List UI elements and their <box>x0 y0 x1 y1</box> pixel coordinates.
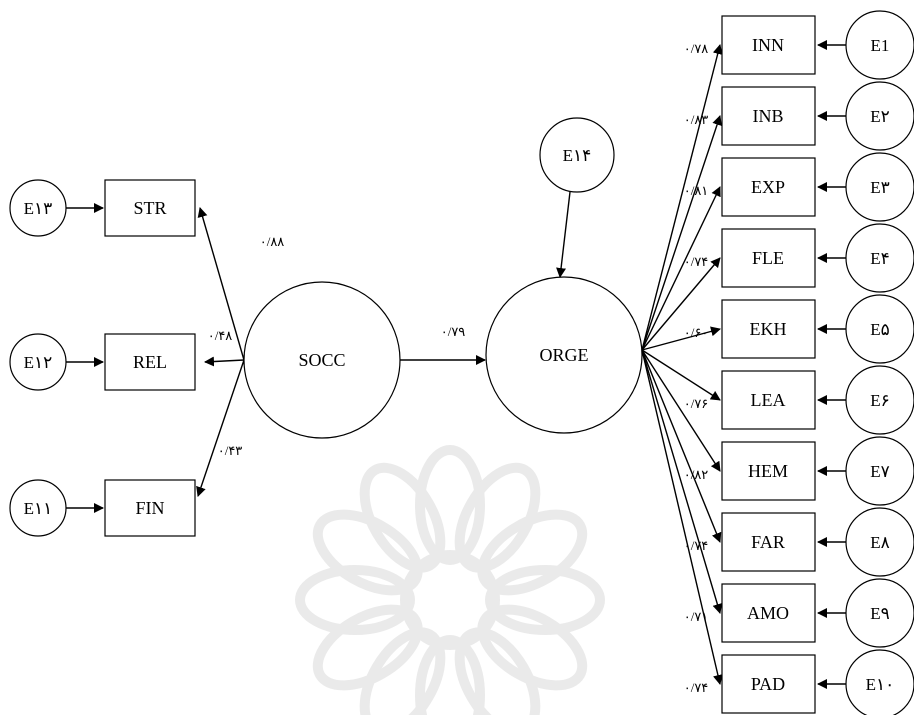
indicator-box <box>721 512 816 572</box>
indicator-label: INN <box>752 35 784 55</box>
watermark-logo <box>295 445 605 715</box>
loading-label: ۰/۴۳ <box>218 443 243 458</box>
arrow-error-to-orge <box>556 191 571 278</box>
loading-label: ۰/۴۸ <box>208 328 233 343</box>
indicator-label: FIN <box>135 498 164 518</box>
loading-label: ۰/۷۴ <box>684 538 709 553</box>
orge-error-circle <box>539 117 615 193</box>
loading-label: ۰/۸۱ <box>684 183 709 198</box>
arrow-orge-to-indicator <box>641 257 721 351</box>
indicator-box <box>721 441 816 501</box>
error-label: E۶ <box>870 391 890 410</box>
indicator-label: INB <box>753 106 784 126</box>
error-label: E1 <box>871 36 890 55</box>
indicator-box <box>721 299 816 359</box>
indicator-box <box>721 654 816 714</box>
loading-label: ۰/۶۰ <box>684 325 709 340</box>
error-circle <box>845 81 914 151</box>
loading-label: ۰/۸۸ <box>260 234 285 249</box>
indicator-label: EXP <box>751 177 785 197</box>
arrow-socc-to-indicator <box>197 207 245 361</box>
indicator-label: LEA <box>751 390 786 410</box>
loading-label: ۰/۷۴ <box>684 680 709 695</box>
error-circle <box>845 294 914 364</box>
arrow-orge-to-indicator <box>641 115 722 351</box>
error-label: E۱۱ <box>24 499 53 518</box>
indicator-label: STR <box>133 198 166 218</box>
latent-orge-label: ORGE <box>540 345 589 365</box>
error-label: E۸ <box>870 533 890 552</box>
indicator-box <box>721 157 816 217</box>
arrow-orge-to-indicator <box>641 349 723 685</box>
loading-label: ۰/۸۳ <box>684 112 709 127</box>
loading-label: ۰/۷۴ <box>684 254 709 269</box>
indicator-box <box>104 179 196 237</box>
arrow-socc-to-indicator <box>196 359 245 497</box>
error-label: E۵ <box>870 320 890 339</box>
error-circle <box>845 649 914 715</box>
indicator-box <box>721 370 816 430</box>
path-arrows <box>66 40 846 689</box>
loading-label: ۰/۷۸ <box>684 41 709 56</box>
arrow-orge-to-indicator <box>641 326 721 351</box>
indicator-label: HEM <box>748 461 788 481</box>
loading-label: ۰/۷۱ <box>684 609 709 624</box>
error-circle <box>845 152 914 222</box>
indicator-box <box>721 228 816 288</box>
indicator-box <box>721 583 816 643</box>
arrow-orge-to-indicator <box>641 44 723 351</box>
arrow-orge-to-indicator <box>641 349 721 472</box>
latent-orge <box>485 276 643 434</box>
error-circle <box>845 365 914 435</box>
arrow-socc-to-indicator <box>204 356 245 367</box>
indicator-label: FLE <box>752 248 784 268</box>
indicator-label: REL <box>133 352 167 372</box>
error-circle <box>9 333 67 391</box>
arrow-orge-to-indicator <box>641 349 722 543</box>
path-coefficient-socc-orge: ۰/۷۹ <box>441 324 466 339</box>
indicator-label: EKH <box>750 319 787 339</box>
error-circle <box>9 479 67 537</box>
latent-socc <box>243 281 401 439</box>
indicator-label: FAR <box>751 532 785 552</box>
error-label: E۴ <box>870 249 890 268</box>
indicator-label: PAD <box>751 674 785 694</box>
arrow-orge-to-indicator <box>641 349 721 401</box>
loading-label: ۰/۸۲ <box>684 467 709 482</box>
error-circle <box>845 223 914 293</box>
indicator-box <box>104 479 196 537</box>
error-circle <box>845 578 914 648</box>
latent-socc-label: SOCC <box>298 350 345 370</box>
error-circle <box>845 436 914 506</box>
indicator-box <box>721 86 816 146</box>
orge-error-label: E۱۴ <box>563 146 592 165</box>
arrow-orge-to-indicator <box>641 186 721 351</box>
loading-label: ۰/۷۶ <box>684 396 709 411</box>
error-label: E۱۲ <box>24 353 53 372</box>
error-label: E۲ <box>870 107 890 126</box>
indicator-box <box>721 15 816 75</box>
error-label: E۹ <box>870 604 890 623</box>
error-circle <box>845 10 914 80</box>
indicator-box <box>104 333 196 391</box>
indicator-label: AMO <box>747 603 789 623</box>
error-circle <box>9 179 67 237</box>
arrow-orge-to-indicator <box>641 349 723 614</box>
error-label: E۳ <box>870 178 890 197</box>
error-circle <box>845 507 914 577</box>
error-label: E۷ <box>870 462 890 481</box>
error-label: E۱۳ <box>24 199 53 218</box>
error-label: E۱۰ <box>866 675 895 694</box>
